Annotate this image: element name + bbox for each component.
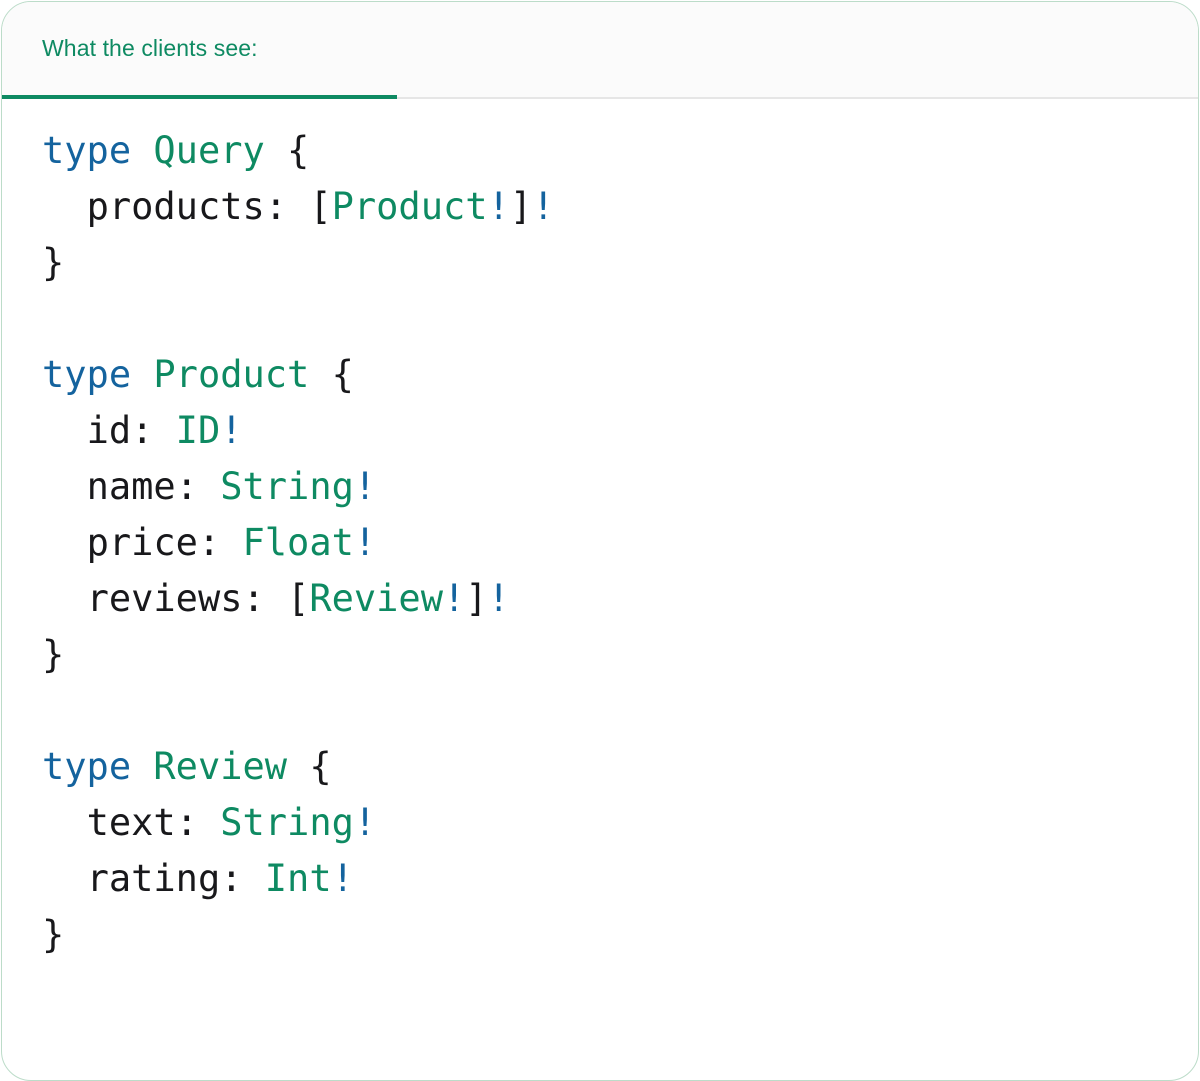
code-line [42, 291, 1198, 347]
code-token: Review [153, 745, 288, 788]
code-token: Float [242, 521, 354, 564]
code-token: } [42, 241, 65, 284]
code-token: products: [ [86, 185, 332, 228]
code-token: type [42, 353, 132, 396]
code-token [131, 353, 153, 396]
code-token [131, 129, 153, 172]
code-token: ! [487, 185, 510, 228]
code-token: String [220, 801, 354, 844]
code-token: Review [309, 577, 443, 620]
code-token: price: [86, 521, 243, 564]
code-token: id: [86, 409, 176, 452]
code-line: type Product { [42, 347, 1198, 403]
code-token: Product [331, 185, 488, 228]
code-token: { [309, 353, 354, 396]
code-line: } [42, 907, 1198, 963]
code-token: Product [153, 353, 310, 396]
code-line: type Review { [42, 739, 1198, 795]
code-token: ! [487, 577, 510, 620]
code-editor[interactable]: type Query { products: [Product!]!} type… [2, 99, 1198, 963]
code-line: price: Float! [42, 515, 1198, 571]
graphql-schema-code[interactable]: type Query { products: [Product!]!} type… [2, 123, 1198, 963]
code-token: type [42, 745, 132, 788]
code-token: ! [220, 409, 243, 452]
code-token: ID [175, 409, 221, 452]
code-token: ] [465, 577, 488, 620]
code-token: { [287, 745, 332, 788]
code-token: ! [442, 577, 466, 620]
code-line: type Query { [42, 123, 1198, 179]
code-line: text: String! [42, 795, 1198, 851]
code-token: ! [532, 185, 555, 228]
code-token: } [42, 913, 65, 956]
code-line: reviews: [Review!]! [42, 571, 1198, 627]
code-line: } [42, 235, 1198, 291]
code-token: String [220, 465, 354, 508]
tab-bar: What the clients see: [2, 2, 1198, 99]
code-token: { [264, 129, 310, 172]
code-token: type [42, 129, 132, 172]
code-line [42, 683, 1198, 739]
code-token: Query [153, 129, 265, 172]
code-token: Int [264, 857, 332, 900]
code-token: ! [353, 801, 377, 844]
code-token: name: [86, 465, 221, 508]
code-line: } [42, 627, 1198, 683]
code-line: products: [Product!]! [42, 179, 1198, 235]
code-token: text: [86, 801, 221, 844]
tab-label: What the clients see: [42, 35, 258, 61]
code-token: reviews: [ [86, 577, 310, 620]
tab-what-the-clients-see[interactable]: What the clients see: [2, 2, 397, 99]
code-token: } [42, 633, 65, 676]
code-token: rating: [86, 857, 265, 900]
code-line: name: String! [42, 459, 1198, 515]
code-token: ] [509, 185, 533, 228]
code-token: ! [353, 465, 377, 508]
code-token: ! [331, 857, 354, 900]
code-token [131, 745, 153, 788]
code-line: id: ID! [42, 403, 1198, 459]
code-token: ! [353, 521, 377, 564]
code-line: rating: Int! [42, 851, 1198, 907]
